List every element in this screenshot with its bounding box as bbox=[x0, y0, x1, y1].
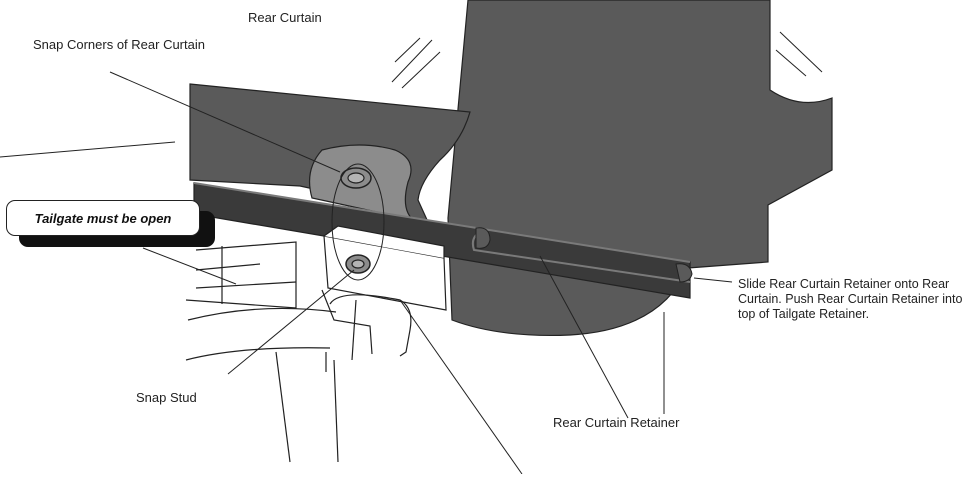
leader-lines bbox=[109, 71, 733, 475]
tailgate-warning-box: Tailgate must be open bbox=[6, 200, 200, 236]
snap-corners-label: Snap Corners of Rear Curtain bbox=[33, 37, 205, 52]
rear-curtain-label: Rear Curtain bbox=[248, 10, 322, 25]
rear-curtain-retainer-label: Rear Curtain Retainer bbox=[553, 415, 680, 430]
glass-reflection-marks bbox=[0, 31, 823, 158]
tailgate-retainer bbox=[323, 225, 447, 311]
tailgate-warning-text: Tailgate must be open bbox=[34, 210, 172, 226]
snap-alignment-guide bbox=[331, 163, 385, 281]
slide-instruction-label: Slide Rear Curtain Retainer onto Rear Cu… bbox=[738, 277, 963, 321]
snap-stud-label: Snap Stud bbox=[136, 390, 197, 405]
